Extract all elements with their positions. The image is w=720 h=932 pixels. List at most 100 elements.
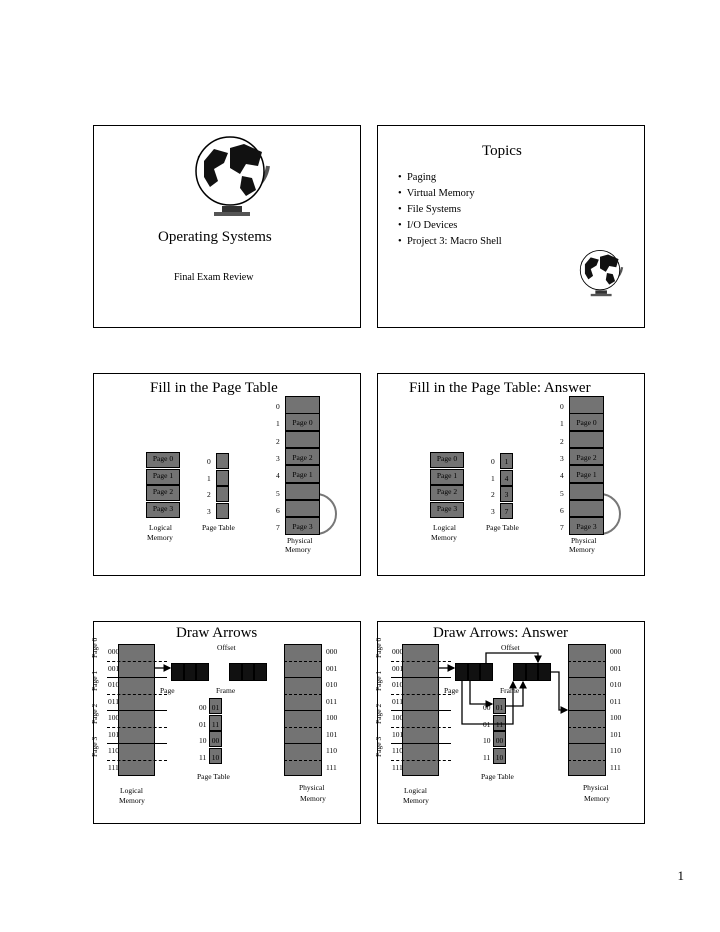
physical-address: 001: [326, 663, 338, 673]
page-table-cell: [493, 731, 506, 747]
physical-address: 000: [610, 647, 622, 656]
physical-address: 101: [326, 729, 338, 739]
offset-divider: [568, 660, 606, 662]
frame-divider: [284, 743, 322, 744]
physical-frame-index: 1: [276, 419, 280, 429]
logical-memory-label: Logical: [120, 786, 143, 795]
answer-arrows: [439, 652, 569, 725]
frame-bit-cell: [525, 663, 538, 681]
page-table-cell: [216, 502, 229, 519]
offset-divider: [284, 726, 322, 728]
page-table-cell: [500, 486, 513, 502]
physical-frame-cell: [569, 517, 604, 535]
page-table-index: 0: [491, 457, 495, 466]
page-table-value: 3: [504, 490, 509, 499]
physical-frame-cell: [285, 447, 320, 466]
table-to-frame-arrow: [506, 680, 527, 707]
offset-divider: [391, 726, 451, 728]
frame-bit-cell: [241, 663, 254, 681]
offset-divider: [568, 759, 606, 761]
physical-frame-index: 4: [276, 471, 280, 481]
page-table-index: 11: [483, 752, 491, 762]
page-divider: [107, 710, 167, 711]
offset-divider: [107, 726, 167, 728]
physical-address: 000: [326, 647, 338, 656]
physical-memory-label: Memory: [285, 545, 311, 554]
page-divider: [107, 677, 167, 678]
logical-page-label: Page 0: [152, 454, 174, 463]
physical-frame-cell: [569, 447, 604, 466]
page-table-index: 1: [207, 473, 211, 483]
page-table-value: 10: [211, 752, 220, 762]
physical-frame-cell: [285, 430, 320, 449]
logical-address: 001: [108, 663, 120, 673]
offset-label: Offset: [217, 643, 236, 652]
physical-frame-label: Page 3: [576, 522, 597, 532]
physical-frame-label: Page 0: [576, 418, 597, 428]
physical-frame-index: 3: [560, 453, 564, 463]
frame-bit-cell: [513, 663, 526, 681]
frame-divider: [284, 677, 322, 678]
physical-address: 001: [610, 663, 622, 673]
physical-frame-label: Page 2: [576, 452, 597, 462]
logical-memory-label: Memory: [403, 796, 429, 805]
topic-item: • Project 3: Macro Shell: [398, 236, 502, 247]
physical-frame-index: 5: [276, 488, 280, 498]
physical-address: 111: [610, 762, 621, 772]
physical-memory-label: Physical: [571, 536, 597, 545]
logical-page-label: Page 0: [436, 454, 458, 463]
offset-arrow: [485, 652, 542, 664]
slide-title-text: Fill in the Page Table: [150, 380, 278, 396]
page-table-cell: [209, 698, 222, 714]
page-table-index: 2: [491, 490, 495, 499]
page-table-value: 11: [211, 719, 220, 729]
logical-page-cell: [146, 485, 180, 501]
physical-frame-cell: [285, 465, 320, 483]
slide-title: Operating Systems Final Exam Review: [93, 125, 361, 328]
page-bit-cell: [467, 663, 480, 681]
logical-address: 111: [392, 762, 403, 772]
physical-frame-index: 1: [560, 419, 564, 429]
page-bit-cell: [480, 663, 493, 681]
logical-page-label: Page 2: [152, 487, 174, 496]
physical-memory-label: Memory: [300, 794, 326, 803]
logical-address: 000: [392, 647, 404, 656]
physical-memory-label: Physical: [299, 783, 325, 792]
frame-bit-cell: [538, 663, 551, 681]
page-table-cell: [500, 469, 513, 486]
offset-divider: [284, 660, 322, 662]
logical-page-cell: [146, 501, 180, 518]
physical-frame-index: 4: [560, 471, 564, 481]
page-table-value: 7: [504, 506, 509, 516]
logical-address: 010: [392, 680, 404, 689]
logical-address: 110: [392, 746, 403, 755]
frame-bit-cell: [229, 663, 242, 681]
page-table-value: 4: [504, 473, 509, 483]
page-table-index: 2: [207, 490, 211, 499]
logical-address: 011: [392, 696, 403, 706]
offset-divider: [391, 660, 451, 662]
physical-address: 100: [610, 713, 622, 722]
physical-frame-cell: [569, 465, 604, 483]
page-table-index: 0: [207, 457, 211, 466]
page-table-value: 10: [495, 752, 504, 762]
page-table-cell: [493, 714, 506, 731]
page-divider: [391, 743, 451, 744]
physical-frame-index: 2: [276, 436, 280, 446]
page-table-value: 1: [504, 457, 509, 466]
logical-address: 000: [108, 647, 120, 656]
logical-address: 100: [392, 713, 404, 722]
slide-topics: Topics • Paging • Virtual Memory • File …: [377, 125, 645, 328]
page-table-label: Page Table: [481, 772, 514, 781]
offset-divider: [107, 693, 167, 695]
slide-subtitle: Final Exam Review: [174, 272, 254, 283]
page-table-cell: [209, 714, 222, 731]
logical-address: 001: [392, 663, 404, 673]
page-table-cell: [216, 453, 229, 469]
physical-frame-index: 0: [560, 402, 564, 411]
offset-divider: [568, 726, 606, 728]
page-number: 1: [677, 868, 685, 883]
physical-frame-label: Page 2: [292, 452, 313, 462]
